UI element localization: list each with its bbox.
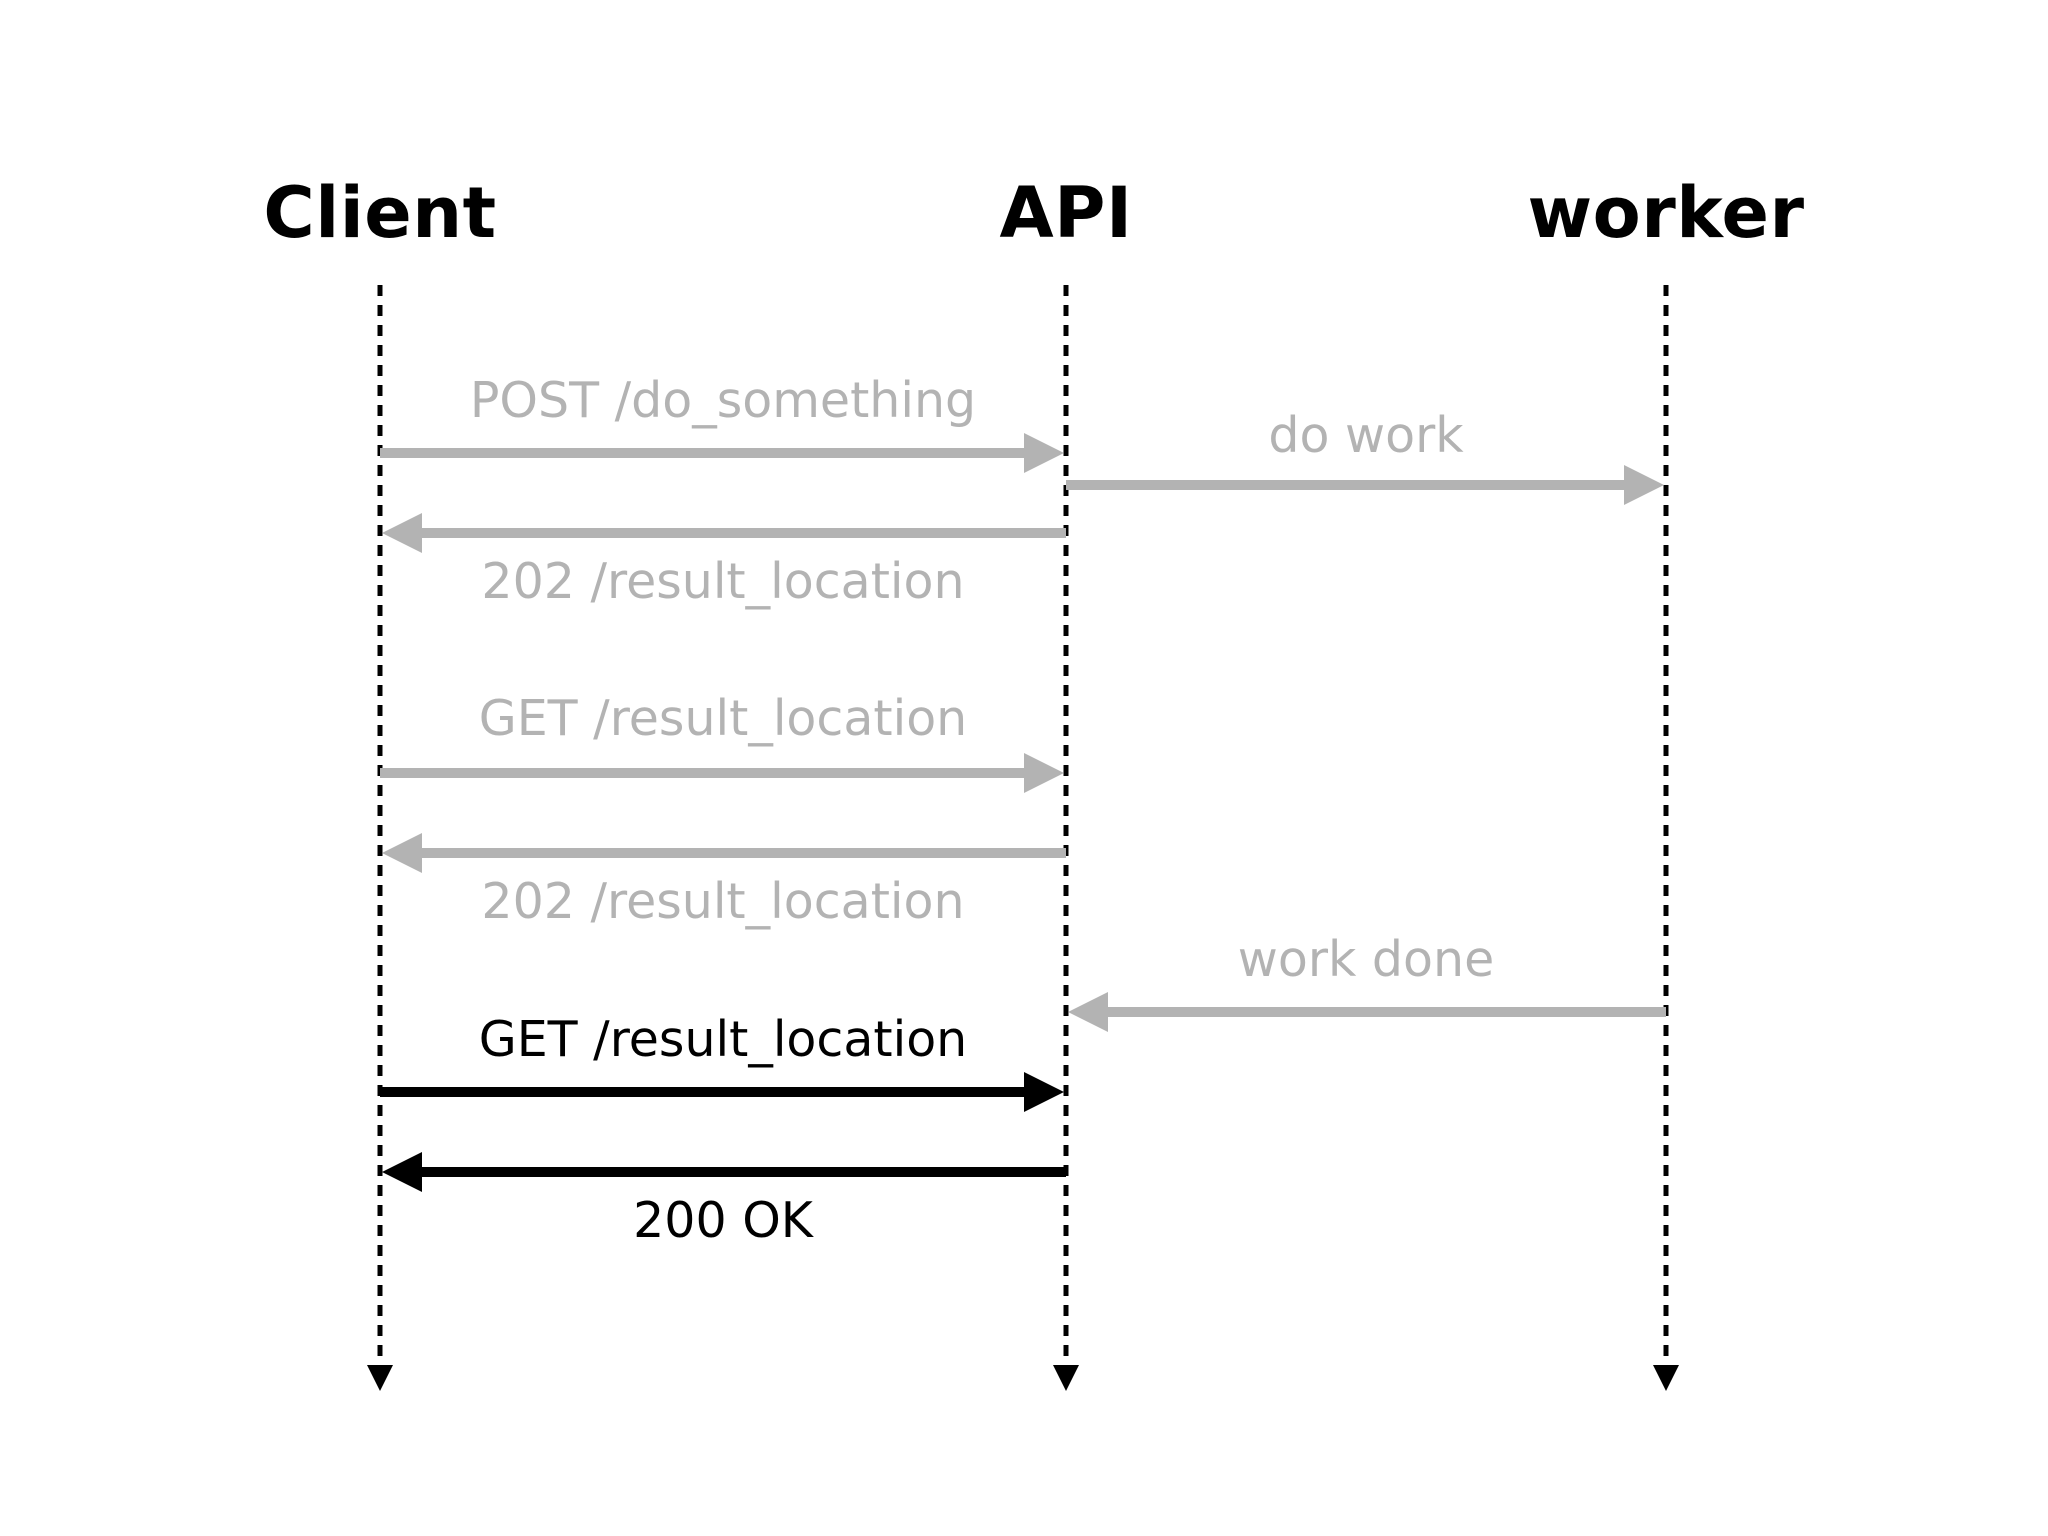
message-arrowhead-0 (1024, 433, 1064, 473)
lifeline-arrowhead-api (1053, 1365, 1079, 1391)
message-arrowhead-5 (1068, 992, 1108, 1032)
actor-api-label: API (999, 172, 1133, 254)
message-arrowhead-7 (382, 1152, 422, 1192)
message-label-get-result-location-1: GET /result_location (478, 690, 968, 747)
lifelines-group (367, 285, 1679, 1391)
message-arrowhead-2 (382, 513, 422, 553)
actor-worker-label: worker (1527, 172, 1805, 254)
message-label-200-ok: 200 OK (633, 1192, 813, 1249)
message-label-post-do-something: POST /do_something (469, 372, 977, 429)
message-arrowhead-1 (1624, 465, 1664, 505)
lifeline-arrowhead-worker (1653, 1365, 1679, 1391)
message-arrowhead-3 (1024, 753, 1064, 793)
message-arrowhead-4 (382, 833, 422, 873)
message-label-get-result-location-2: GET /result_location (478, 1011, 968, 1068)
message-label-202-result-location-2: 202 /result_location (481, 873, 965, 930)
messages-group (380, 433, 1666, 1192)
actor-client-label: Client (263, 172, 497, 254)
message-label-do-work: do work (1268, 407, 1464, 464)
message-label-202-result-location-1: 202 /result_location (481, 553, 965, 610)
lifeline-arrowhead-client (367, 1365, 393, 1391)
message-label-work-done: work done (1237, 931, 1495, 988)
message-arrowhead-6 (1024, 1072, 1064, 1112)
